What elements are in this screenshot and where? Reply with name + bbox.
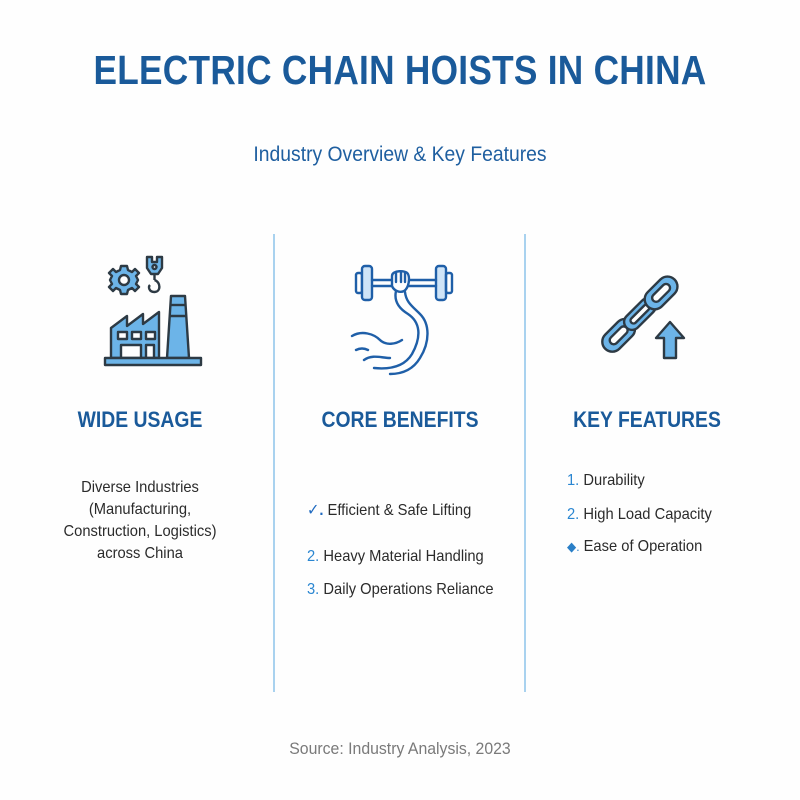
core-benefits-list: ✓. Efficient & Safe Lifting 2. Heavy Mat… — [307, 500, 527, 610]
heading-core-benefits: CORE BENEFITS — [321, 407, 479, 432]
list-item: ✓. Efficient & Safe Lifting — [307, 500, 471, 520]
check-icon: ✓. — [307, 502, 324, 519]
chain-arrow-up-icon — [592, 262, 692, 362]
factory-crane-gear-icon — [103, 254, 203, 370]
source-citation: Source: Industry Analysis, 2023 — [289, 739, 511, 758]
list-item: ◆. Ease of Operation — [567, 538, 702, 556]
usage-line: Construction, Logistics) — [63, 523, 217, 540]
list-number: 2. — [307, 548, 320, 565]
list-item-label: High Load Capacity — [583, 506, 712, 523]
list-item-label: Heavy Material Handling — [323, 548, 484, 565]
list-number: 2. — [567, 506, 580, 523]
wide-usage-description: Diverse Industries (Manufacturing, Const… — [48, 477, 232, 565]
list-item: 2. Heavy Material Handling — [307, 548, 484, 566]
list-number: 1. — [567, 472, 580, 489]
key-features-list: 1. Durability 2. High Load Capacity ◆. E… — [567, 472, 767, 562]
heading-wide-usage: WIDE USAGE — [77, 407, 203, 432]
list-number: 3. — [307, 581, 320, 598]
column-divider-left — [273, 234, 275, 692]
usage-line: (Manufacturing, — [88, 501, 192, 518]
page-title: ELECTRIC CHAIN HOISTS IN CHINA — [93, 47, 707, 93]
list-item-label: Ease of Operation — [583, 538, 703, 555]
list-item-label: Durability — [583, 472, 645, 489]
usage-line: across China — [97, 545, 183, 562]
list-item: 1. Durability — [567, 472, 645, 490]
heading-key-features: KEY FEATURES — [573, 407, 721, 432]
arm-dumbbell-icon — [350, 258, 458, 376]
list-item-label: Efficient & Safe Lifting — [327, 502, 472, 519]
page-subtitle: Industry Overview & Key Features — [253, 143, 547, 166]
column-divider-right — [524, 234, 526, 692]
diamond-icon: ◆. — [567, 539, 580, 554]
list-item: 3. Daily Operations Reliance — [307, 581, 494, 599]
list-item: 2. High Load Capacity — [567, 506, 712, 524]
usage-line: Diverse Industries — [81, 479, 199, 496]
list-item-label: Daily Operations Reliance — [323, 581, 494, 598]
